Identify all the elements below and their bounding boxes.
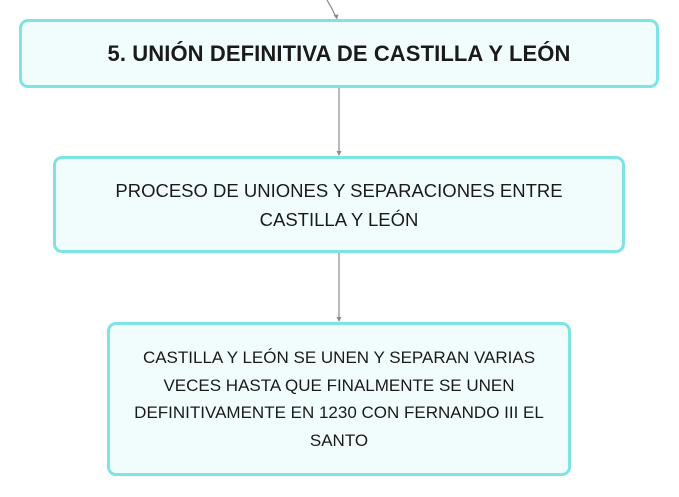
- connector-arrowhead: [336, 317, 342, 322]
- node-detail-text: CASTILLA Y LEÓN SE UNEN Y SEPARAN VARIAS…: [134, 348, 544, 450]
- node-title-text: 5. UNIÓN DEFINITIVA DE CASTILLA Y LEÓN: [107, 40, 571, 66]
- node-process[interactable]: PROCESO DE UNIONES Y SEPARACIONES ENTRE …: [53, 156, 625, 253]
- node-detail[interactable]: CASTILLA Y LEÓN SE UNEN Y SEPARAN VARIAS…: [107, 322, 571, 476]
- node-title[interactable]: 5. UNIÓN DEFINITIVA DE CASTILLA Y LEÓN: [19, 19, 659, 88]
- connector-arrowhead: [336, 151, 342, 156]
- connector-from-parent: [326, 0, 337, 18]
- node-process-text: PROCESO DE UNIONES Y SEPARACIONES ENTRE …: [115, 179, 563, 230]
- connector-arrowhead: [333, 14, 339, 20]
